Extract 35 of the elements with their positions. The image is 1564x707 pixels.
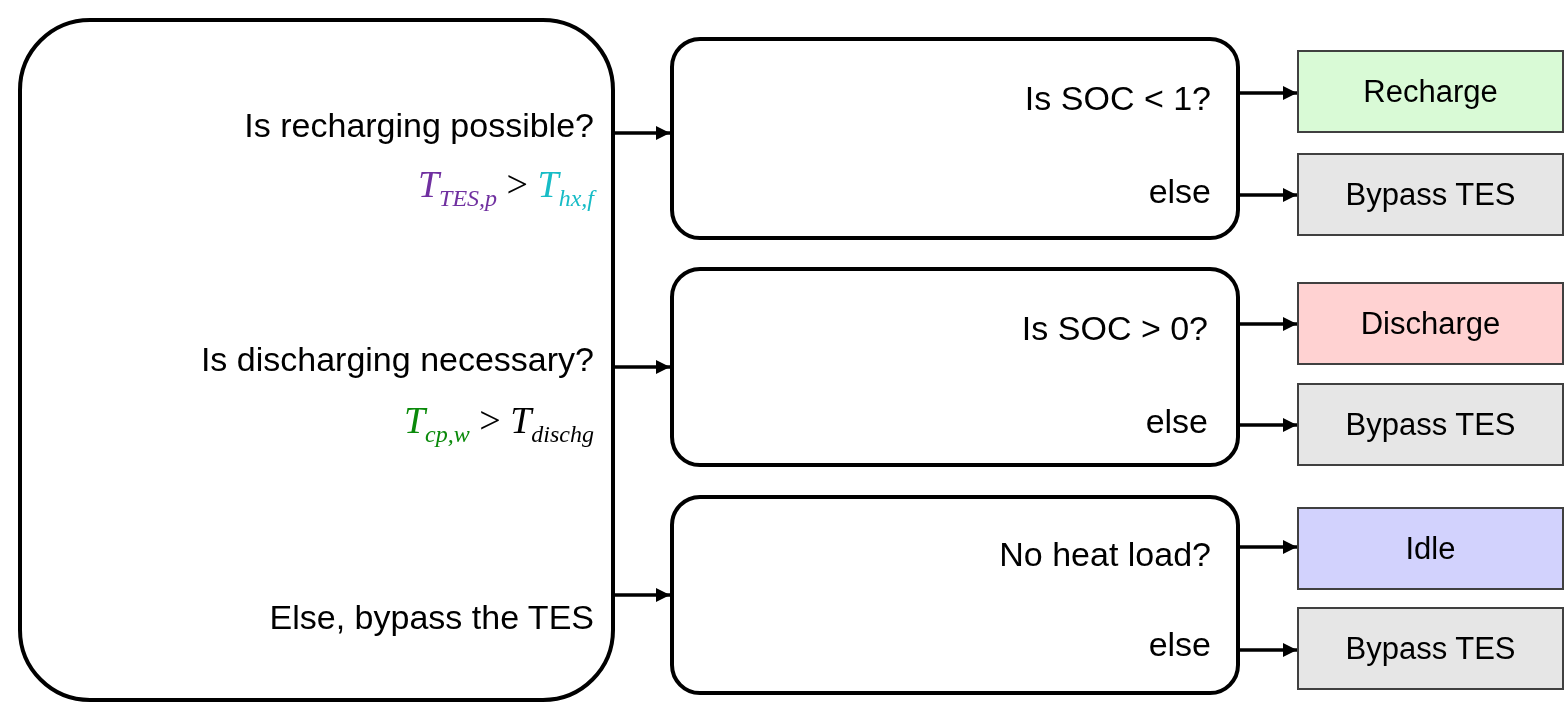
outcome-label: Bypass TES (1345, 630, 1516, 667)
outcome-label: Recharge (1363, 73, 1498, 110)
condition-text: Is SOC > 0? (1021, 309, 1208, 348)
condition-box (670, 37, 1240, 240)
outcome-box (1297, 607, 1564, 690)
outcome-label: Bypass TES (1345, 176, 1516, 213)
arrow (1240, 643, 1297, 657)
condition-text: else (1148, 625, 1211, 664)
condition-box (670, 495, 1240, 695)
arrow (615, 588, 670, 602)
question-text: Is discharging necessary? (200, 340, 594, 379)
condition-box (670, 267, 1240, 467)
outcome-label: Discharge (1360, 305, 1501, 342)
outcome-box (1297, 153, 1564, 236)
arrow (615, 126, 670, 140)
decision-panel (18, 18, 615, 702)
arrow (1240, 540, 1297, 554)
outcome-box (1297, 50, 1564, 133)
outcome-box (1297, 282, 1564, 365)
condition-text: No heat load? (999, 535, 1211, 574)
condition-text: else (1148, 172, 1211, 211)
outcome-label: Idle (1405, 530, 1456, 567)
condition-text: Is SOC < 1? (1024, 79, 1211, 118)
formula-text: T$_{cp,w}$ > T$_{dischg}$ (403, 398, 594, 448)
outcome-box (1297, 507, 1564, 590)
arrow (1240, 86, 1297, 100)
question-text: Else, bypass the TES (269, 598, 594, 637)
arrow (1240, 418, 1297, 432)
arrow (1240, 188, 1297, 202)
outcome-label: Bypass TES (1345, 406, 1516, 443)
question-text: Is recharging possible? (244, 106, 594, 145)
arrow (615, 360, 670, 374)
outcome-box (1297, 383, 1564, 466)
arrow (1240, 317, 1297, 331)
condition-text: else (1145, 402, 1208, 441)
